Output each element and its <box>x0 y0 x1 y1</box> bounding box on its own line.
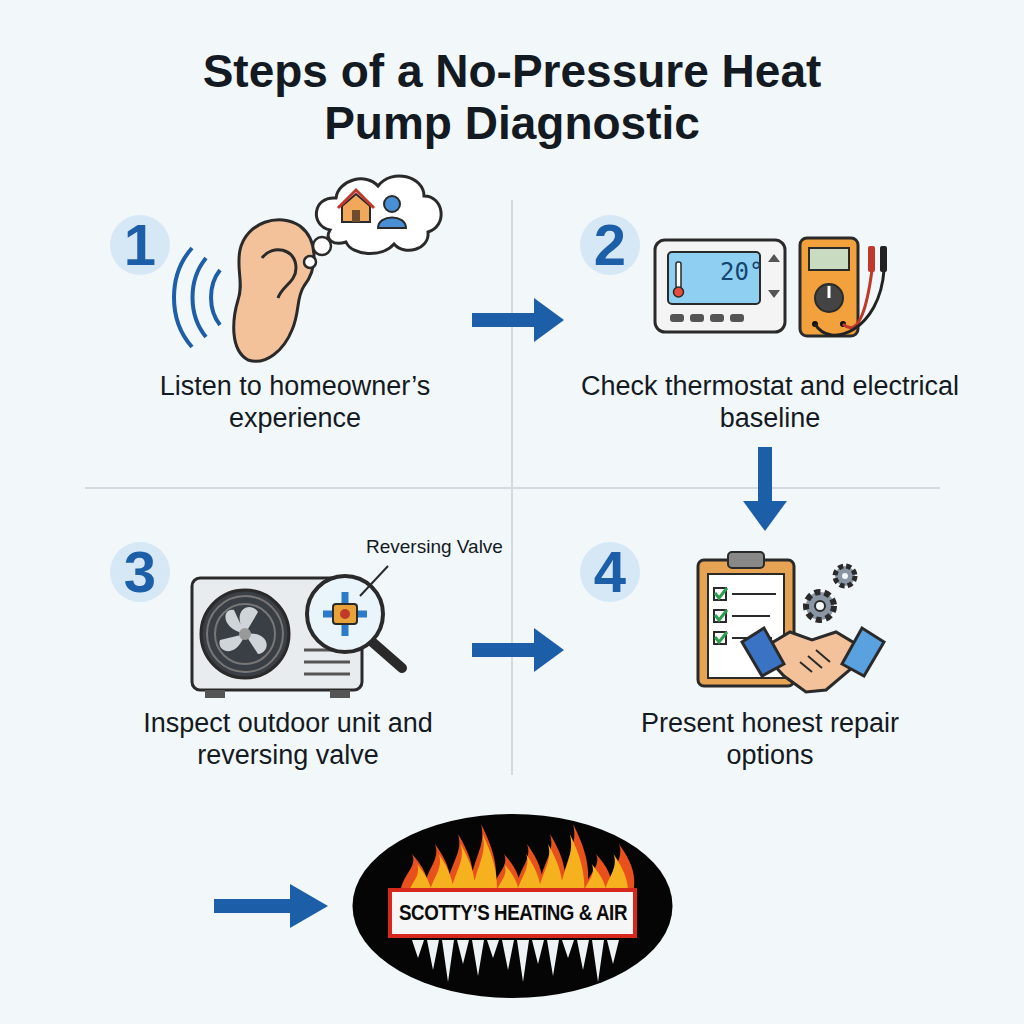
arrow-shaft <box>758 447 772 505</box>
arrow-head <box>534 298 564 342</box>
step-number: 1 <box>124 216 156 274</box>
step-caption: Listen to homeowner’s experience <box>130 370 460 435</box>
gear-icon <box>806 566 855 620</box>
step-panel: 4Present honest repair options <box>560 535 970 778</box>
step-panel: 1Listen to homeowner’s experience <box>90 195 480 445</box>
number-disc <box>580 542 640 602</box>
arrow-shaft <box>472 643 538 657</box>
step-panel: 3Inspect outdoor unit and reversing valv… <box>90 535 480 778</box>
step-caption: Inspect outdoor unit and reversing valve <box>98 707 478 772</box>
step-number: 4 <box>594 543 626 601</box>
number-disc <box>580 215 640 275</box>
flow-arrow <box>472 628 564 672</box>
thermostat-icon <box>655 240 785 332</box>
display-reading: 20° <box>720 258 763 286</box>
step-caption: Check thermostat and electrical baseline <box>575 370 965 435</box>
leader-line <box>360 566 388 596</box>
flow-arrow <box>472 298 564 342</box>
logo-badge: SCOTTY’S HEATING & AIR <box>350 812 675 1000</box>
number-disc <box>110 542 170 602</box>
arrow-head <box>743 501 787 531</box>
divider-line <box>85 487 940 489</box>
thought-bubble <box>304 176 441 268</box>
step-number: 2 <box>594 216 626 274</box>
number-disc <box>110 215 170 275</box>
callout-label: Reversing Valve <box>366 536 503 558</box>
multimeter-icon <box>800 238 887 336</box>
handshake-icon <box>742 628 884 692</box>
magnifier-icon <box>307 566 402 668</box>
diagram-title: Steps of a No-Pressure Heat Pump Diagnos… <box>162 46 862 149</box>
clipboard-icon <box>698 552 794 686</box>
flow-arrow <box>743 447 787 531</box>
pointer-arrow <box>214 884 328 928</box>
ear-icon <box>174 220 314 362</box>
arrow-head <box>534 628 564 672</box>
step-number: 3 <box>124 543 156 601</box>
logo-text: SCOTTY’S HEATING & AIR <box>399 900 627 926</box>
arrow-shaft <box>472 313 538 327</box>
step-caption: Present honest repair options <box>640 707 900 772</box>
step-panel: 2Check thermostat and electrical baselin… <box>560 195 970 445</box>
